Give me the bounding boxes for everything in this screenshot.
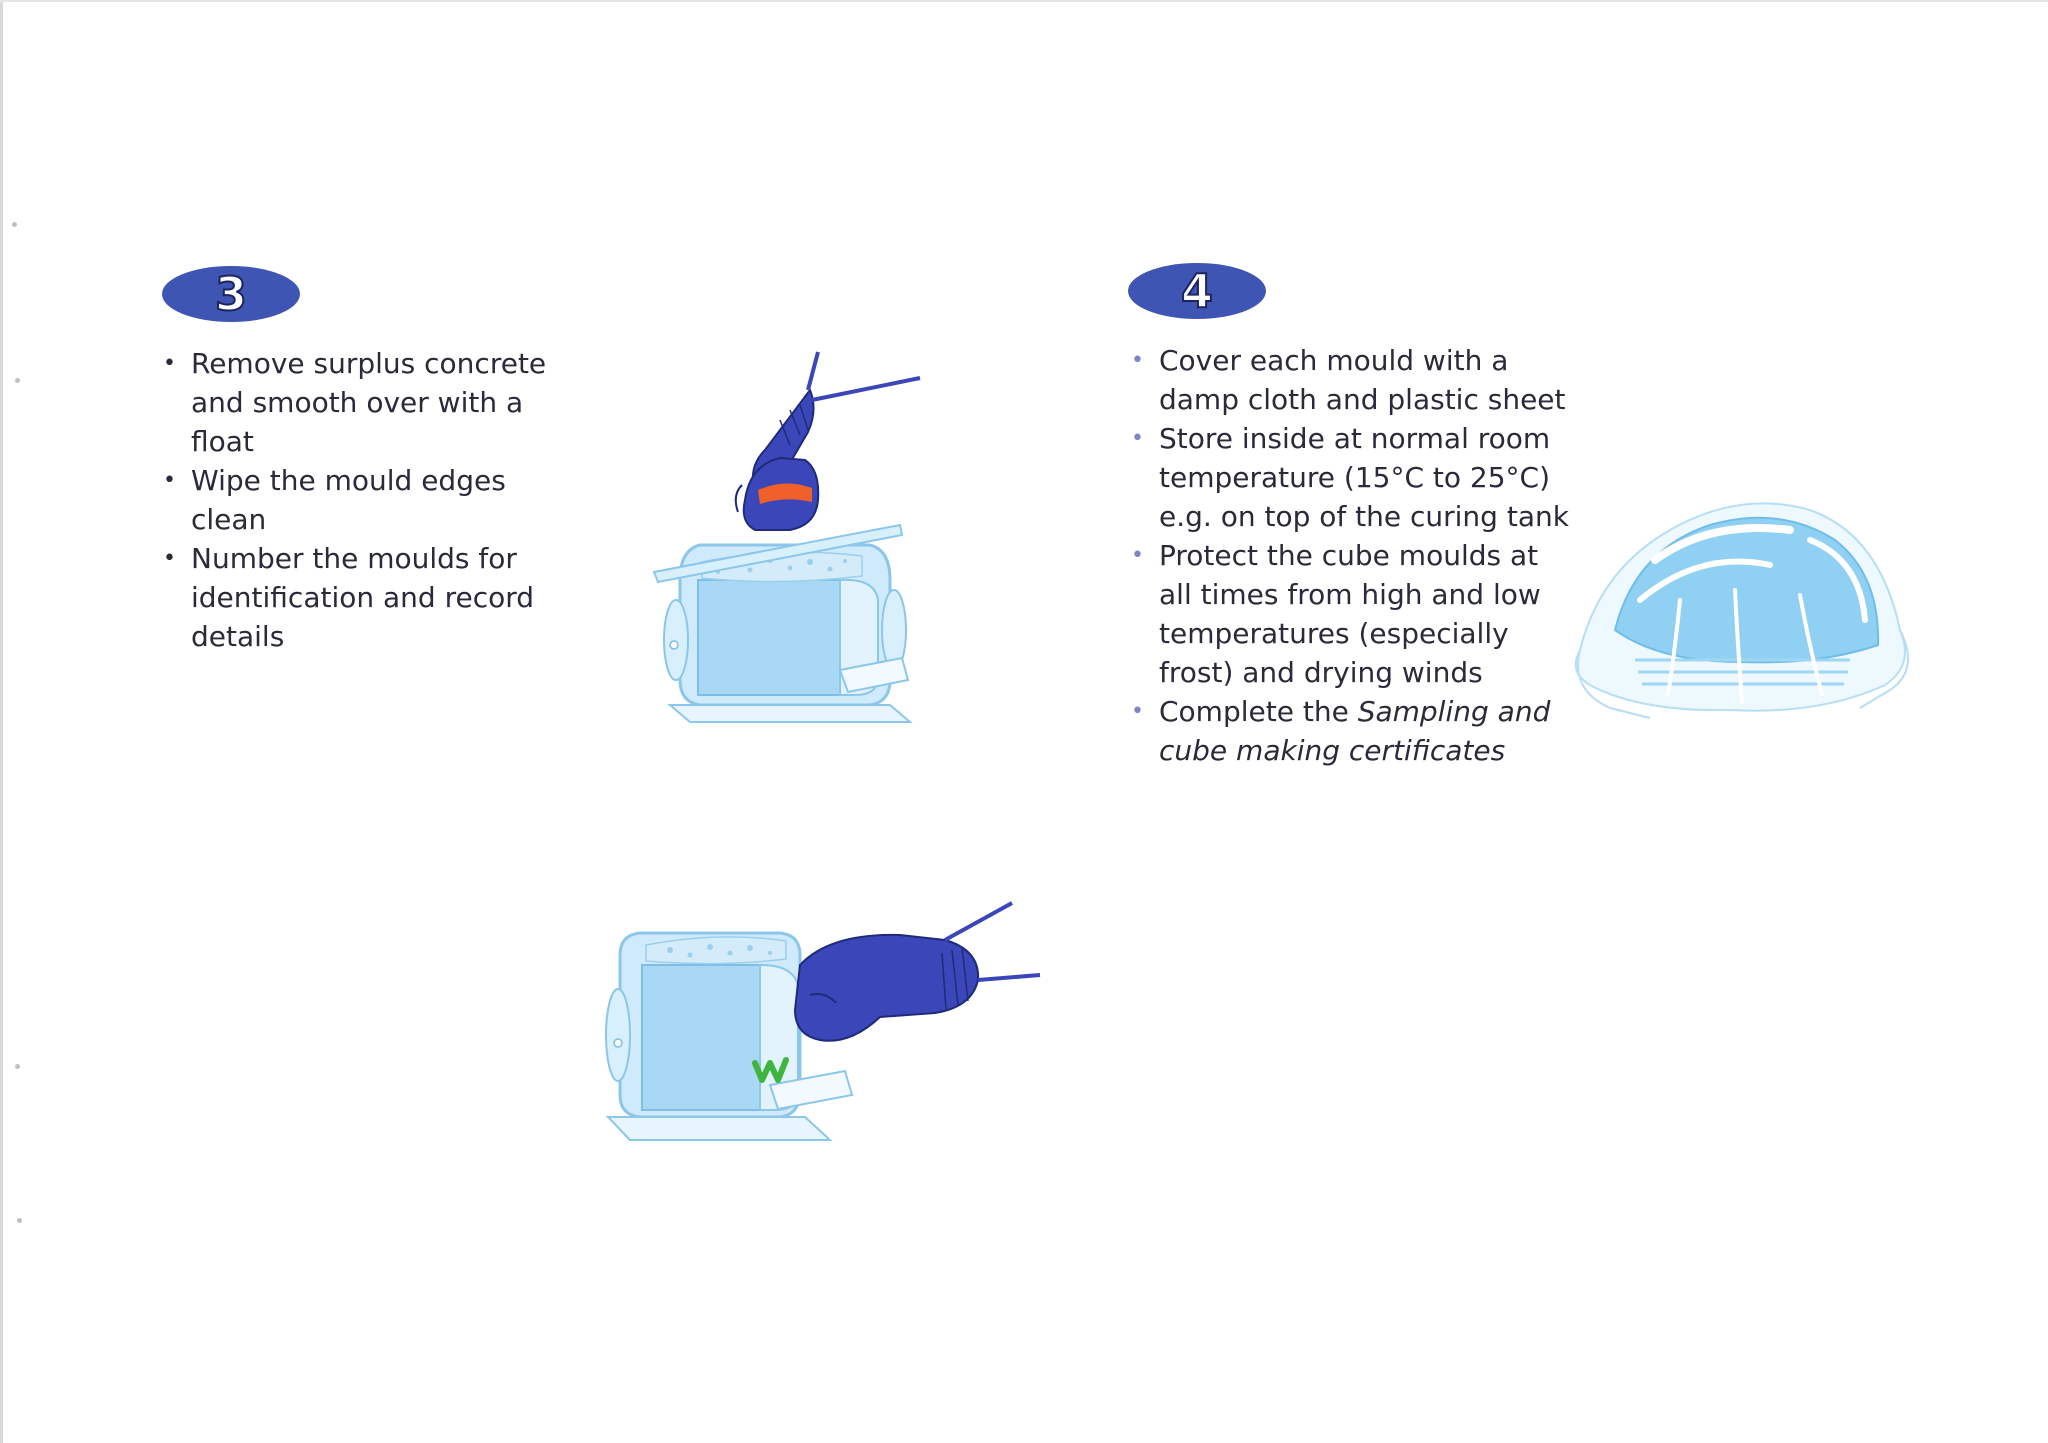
scan-mark [15,1064,20,1069]
list-item: Remove surplus concrete and smooth over … [163,344,583,461]
scan-mark [12,222,17,227]
list-item: Wipe the mould edges clean [163,461,583,539]
step-4-instructions: Cover each mould with a damp cloth and p… [1131,341,1571,770]
step-4-number: 4 [1180,264,1214,318]
certificate-prefix: Complete the [1159,695,1358,728]
list-item: Protect the cube moulds at all times fro… [1131,536,1571,692]
gloved-hand-numbering-mould-icon [605,901,1041,1141]
cube-mould-icon [663,543,913,723]
step-3-instructions: Remove surplus concrete and smooth over … [163,344,583,656]
cube-mould-icon [605,931,854,1141]
scan-mark [15,378,20,383]
step-4-badge: 4 [1128,263,1266,319]
list-item: Complete the Sampling and cube making ce… [1131,692,1571,770]
gloved-hand-with-float-icon [652,351,921,723]
scan-top-edge [0,0,2048,2]
covered-cube-mould-icon [1574,502,1909,719]
step-3-number: 3 [214,267,248,321]
scan-mark [17,1218,22,1223]
certificate-name: Sampling and cube making certificates [1159,695,1551,767]
list-item: Number the moulds for identification and… [163,539,583,656]
scan-left-edge [0,0,3,1443]
list-item: Cover each mould with a damp cloth and p… [1131,341,1571,419]
list-item: Store inside at normal room temperature … [1131,419,1571,536]
step-3-badge: 3 [162,266,300,322]
